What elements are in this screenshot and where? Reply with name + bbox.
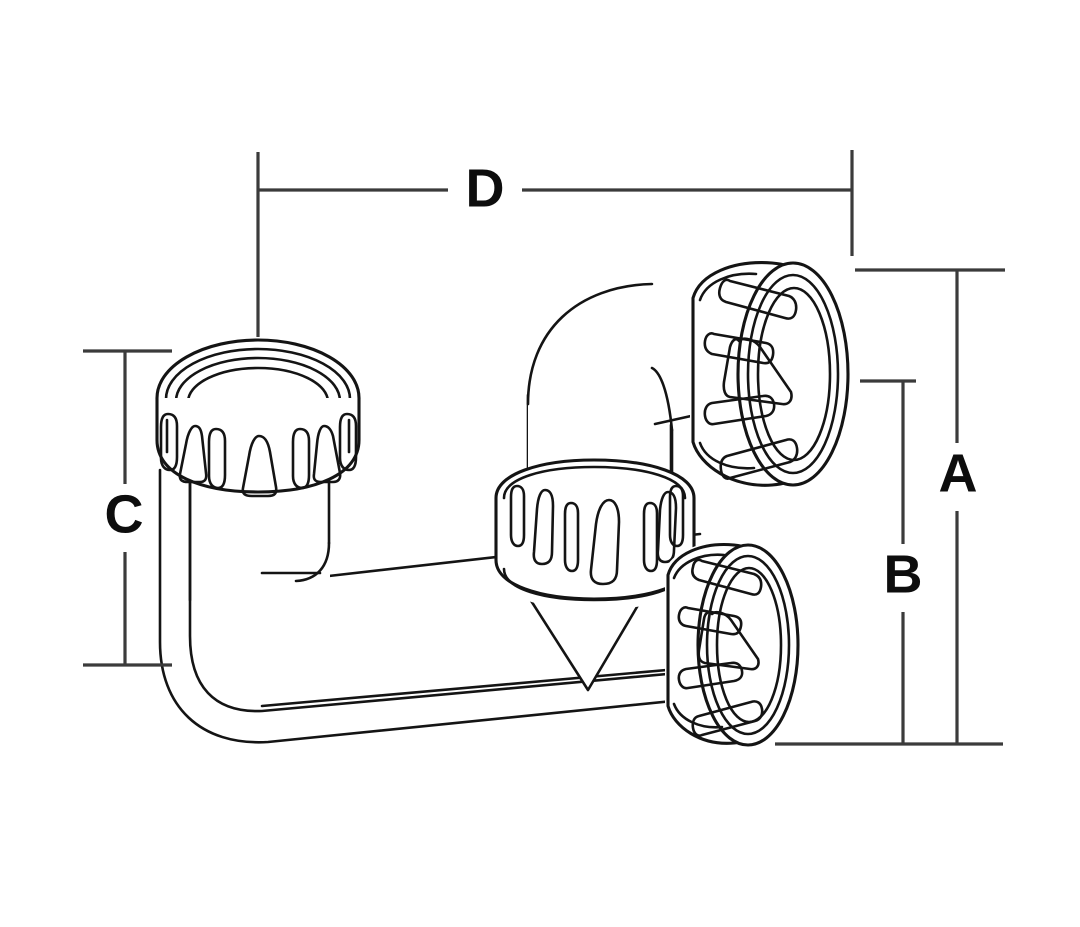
dimension-A: A	[775, 268, 1005, 746]
dimension-C: C	[83, 349, 172, 667]
outlet-slip-nut-lower	[665, 541, 800, 747]
inlet-slip-nut	[155, 338, 361, 498]
dimension-label-C: C	[105, 484, 144, 544]
trap-bend	[158, 468, 714, 744]
dimension-B: B	[860, 379, 923, 744]
outlet-slip-nut-upper	[690, 261, 850, 487]
dimension-group: D C A B	[83, 150, 1005, 746]
dimension-label-A: A	[939, 443, 978, 503]
dimension-D: D	[256, 150, 854, 337]
part-geometry-group	[155, 261, 850, 747]
dimension-label-B: B	[884, 544, 923, 604]
center-slip-nut	[494, 458, 696, 610]
dimension-label-D: D	[466, 158, 505, 218]
